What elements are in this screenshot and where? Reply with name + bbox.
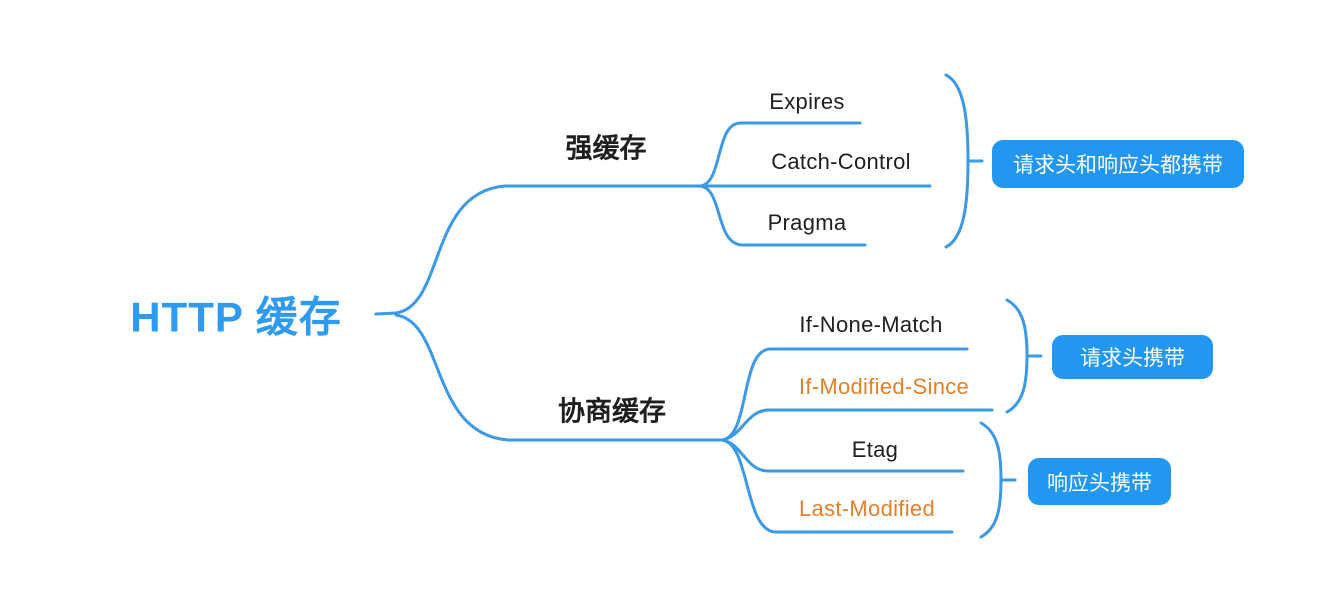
strong-to-expires-connector (698, 121, 862, 188)
branch-negotiate-cache: 协商缓存 (558, 396, 666, 427)
negotiate-to-if-modified-since-connector (720, 408, 994, 442)
root-to-negotiate-connector (394, 313, 724, 442)
branch-strong-cache: 强缓存 (565, 133, 647, 164)
request-group-brace (1005, 298, 1043, 414)
node-if-none-match: If-None-Match (799, 312, 943, 337)
strong-to-pragma-connector (698, 184, 867, 247)
node-expires: Expires (769, 89, 845, 114)
node-last-modified: Last-Modified (799, 496, 935, 521)
node-if-modified-since: If-Modified-Since (798, 374, 970, 399)
badge-strong-cache-note: 请求头和响应头都携带 (992, 140, 1244, 188)
badge-response-header-note: 响应头携带 (1028, 458, 1171, 505)
node-pragma: Pragma (767, 210, 847, 235)
root-node: HTTP 缓存 (130, 293, 342, 341)
strong-group-brace (944, 73, 984, 249)
response-group-brace (979, 421, 1017, 539)
node-etag: Etag (851, 437, 899, 462)
root-connector-tail (374, 311, 400, 316)
badge-request-header-note: 请求头携带 (1052, 335, 1213, 379)
root-to-strong-connector (394, 184, 932, 315)
node-catch-control: Catch-Control (771, 149, 911, 174)
negotiate-to-etag-connector (720, 438, 965, 473)
negotiate-to-if-none-match-connector (720, 347, 969, 442)
negotiate-to-last-modified-connector (720, 438, 954, 534)
